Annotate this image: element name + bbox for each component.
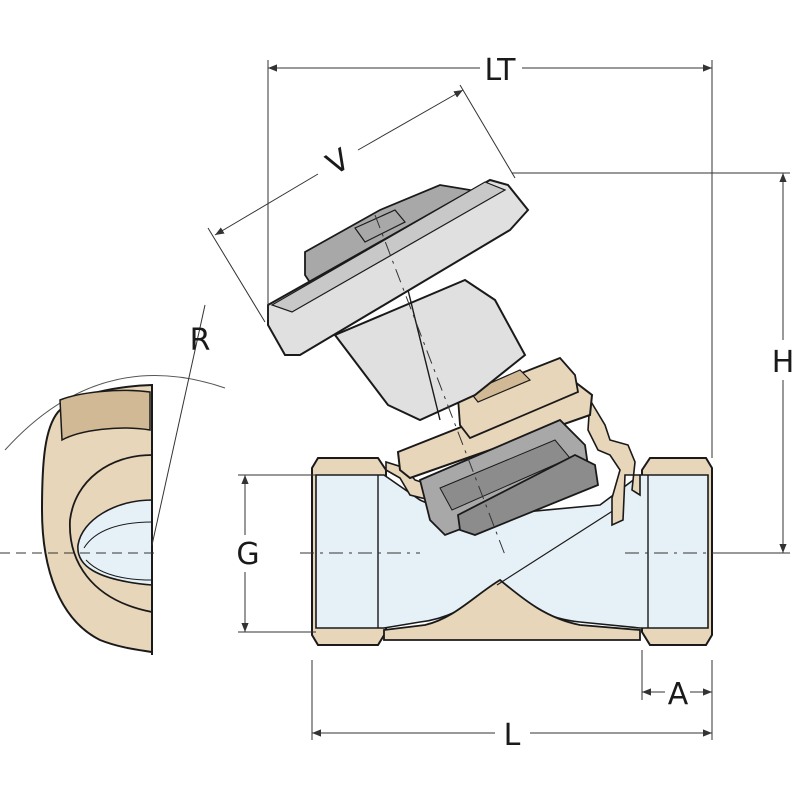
handle-cap-top [270, 181, 507, 313]
label-lt: LT [485, 53, 517, 88]
radius-arc [4, 375, 226, 451]
stem-axis [374, 214, 506, 556]
label-v: V [321, 142, 357, 183]
valve-disc [457, 453, 599, 536]
v-extension-right [459, 84, 516, 179]
detail-bore-line-2 [85, 559, 153, 581]
detail-bore-line [83, 521, 153, 549]
v-extension-left [207, 227, 266, 323]
valve-body [311, 397, 713, 646]
label-r: R [190, 323, 211, 358]
valve-seat [383, 578, 641, 641]
label-h: H [772, 345, 795, 380]
handle-indicator [354, 209, 406, 243]
radius-leader [151, 304, 206, 546]
dimensions [207, 60, 790, 740]
end-detail-view [0, 304, 226, 655]
body-diagonal [496, 504, 623, 586]
hub-edge [407, 289, 441, 421]
gland-top [469, 369, 532, 403]
v-dimension-line-left [214, 173, 319, 236]
v-dimension-line-right [357, 89, 464, 151]
handwheel [267, 178, 530, 422]
detail-bore [77, 499, 153, 586]
bonnet-neck [587, 397, 641, 527]
handle-cap [267, 178, 530, 356]
gland [457, 356, 580, 440]
handle-hub [333, 278, 527, 422]
bonnet-assembly [396, 356, 599, 537]
detail-body-top [59, 389, 151, 442]
label-a: A [668, 677, 689, 712]
label-g: G [236, 537, 259, 572]
label-l: L [504, 718, 521, 753]
